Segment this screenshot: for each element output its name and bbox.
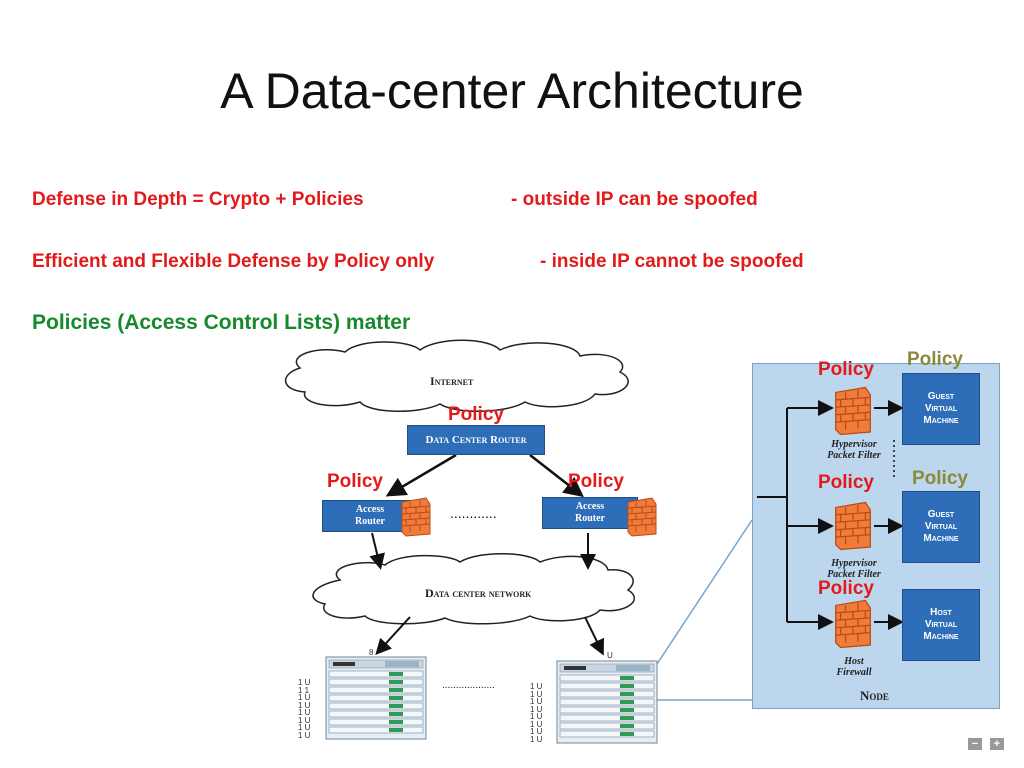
policy-label-hv1: Policy bbox=[818, 359, 874, 380]
hypervisor-filter-label-1: Hypervisor Packet Filter bbox=[827, 439, 881, 461]
internet-cloud bbox=[284, 339, 629, 412]
dc-network-label: Data center network bbox=[425, 586, 532, 600]
policy-label-access-right: Policy bbox=[568, 471, 624, 492]
guest-vm-2: Guest Virtual Machine bbox=[902, 491, 980, 563]
bullet-policies-matter: Policies (Access Control Lists) matter bbox=[32, 311, 411, 334]
policy-label-vm2: Policy bbox=[912, 468, 968, 489]
rack-right bbox=[556, 660, 658, 744]
data-center-router: Data Center Router bbox=[407, 425, 545, 455]
policy-label-access-left: Policy bbox=[327, 471, 383, 492]
bullet-defense-depth: Defense in Depth = Crypto + Policies bbox=[32, 189, 364, 210]
host-vm: Host Virtual Machine bbox=[902, 589, 980, 661]
policy-label-router: Policy bbox=[448, 404, 504, 425]
bullet-efficient-defense: Efficient and Flexible Defense by Policy… bbox=[32, 251, 435, 272]
guest-vm-1: Guest Virtual Machine bbox=[902, 373, 980, 445]
bullet-inside-ip: - inside IP cannot be spoofed bbox=[540, 251, 804, 272]
zoom-out-button[interactable]: − bbox=[968, 738, 982, 750]
policy-label-host: Policy bbox=[818, 578, 874, 599]
hypervisor-filter-label-2: Hypervisor Packet Filter bbox=[827, 558, 881, 580]
bullet-outside-ip: - outside IP can be spoofed bbox=[511, 189, 758, 210]
rack-right-tag: U bbox=[607, 651, 613, 660]
firewall-icon bbox=[627, 497, 657, 537]
page-title: A Data-center Architecture bbox=[220, 63, 804, 119]
node-title: Node bbox=[860, 688, 889, 703]
firewall-icon bbox=[401, 497, 431, 537]
internet-label: Internet bbox=[430, 374, 474, 388]
host-firewall-label: Host Firewall bbox=[836, 656, 872, 678]
policy-label-hv2: Policy bbox=[818, 472, 874, 493]
hypervisor-firewall-icon bbox=[835, 501, 871, 551]
rack-left bbox=[325, 656, 427, 740]
hypervisor-firewall-icon bbox=[835, 386, 871, 436]
policy-label-vm1: Policy bbox=[907, 349, 963, 370]
rack-left-tag: 8 bbox=[369, 648, 374, 657]
access-dots: ............ bbox=[450, 505, 497, 521]
dc-network-cloud bbox=[312, 553, 635, 625]
zoom-in-button[interactable]: + bbox=[990, 738, 1004, 750]
racks-dots: ................... bbox=[442, 680, 495, 691]
host-firewall-icon bbox=[835, 599, 871, 649]
access-router-right: Access Router bbox=[542, 497, 638, 529]
